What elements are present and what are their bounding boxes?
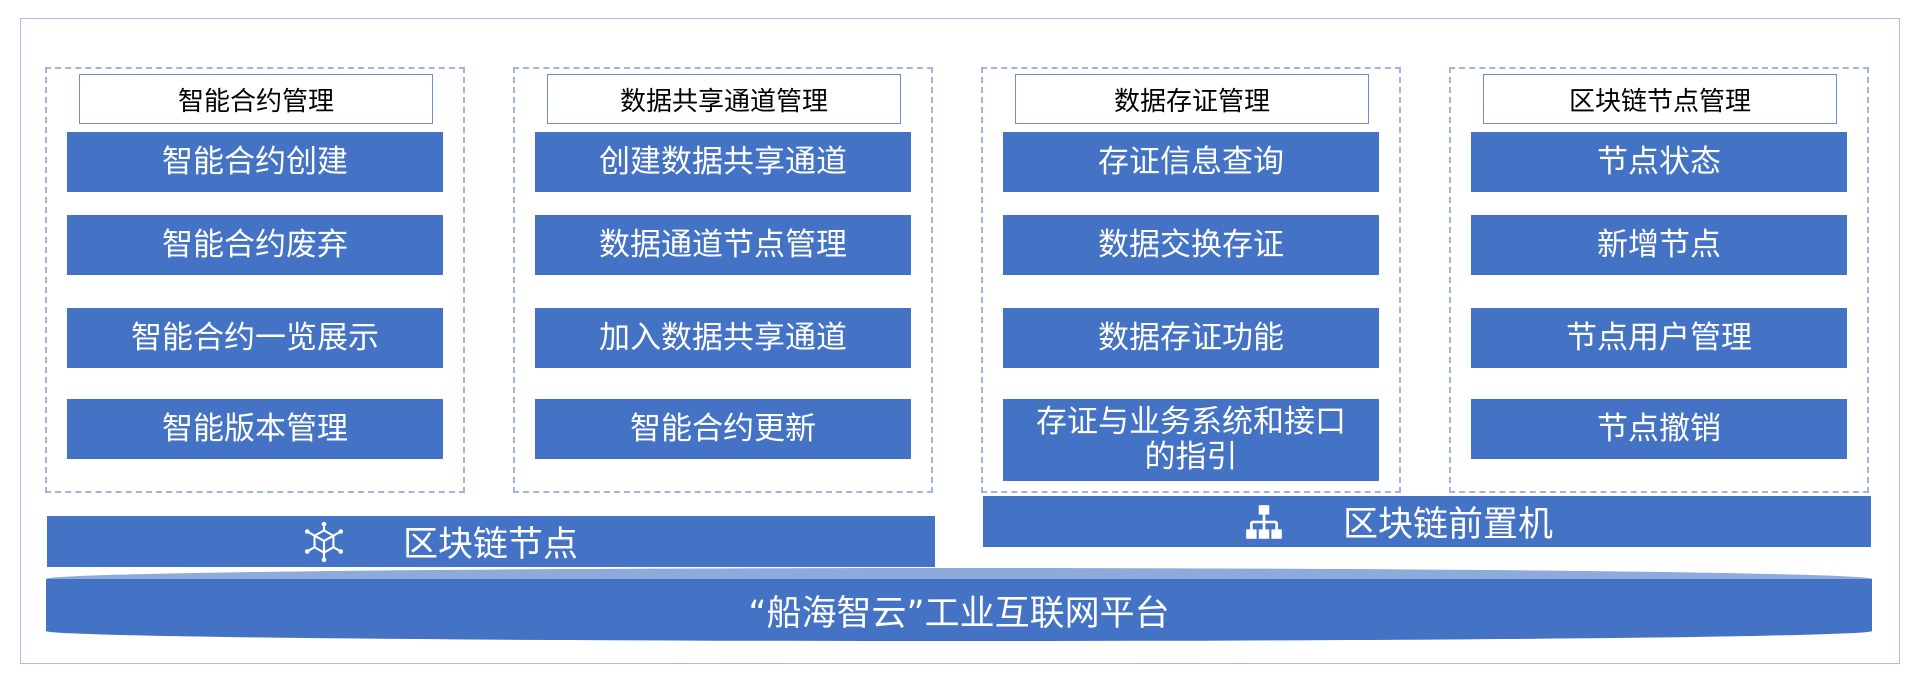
module-item: 加入数据共享通道 (535, 308, 911, 368)
module-title: 智能合约管理 (79, 74, 433, 124)
network-node-icon (304, 521, 344, 562)
module-data-sharing-channel: 数据共享通道管理 创建数据共享通道 数据通道节点管理 加入数据共享通道 智能合约… (513, 67, 933, 493)
module-item: 节点用户管理 (1471, 308, 1847, 368)
module-item: 智能合约废弃 (67, 215, 443, 275)
hierarchy-icon (1246, 504, 1282, 539)
module-item: 存证与业务系统和接口的指引 (1003, 399, 1379, 481)
module-item: 创建数据共享通道 (535, 132, 911, 192)
module-item: 节点状态 (1471, 132, 1847, 192)
module-item: 数据交换存证 (1003, 215, 1379, 275)
module-item: 智能合约一览展示 (67, 308, 443, 368)
module-item: 智能版本管理 (67, 399, 443, 459)
module-item: 数据通道节点管理 (535, 215, 911, 275)
module-smart-contract: 智能合约管理 智能合约创建 智能合约废弃 智能合约一览展示 智能版本管理 (45, 67, 465, 493)
platform-base: “船海智云”工业互联网平台 (46, 579, 1872, 641)
blockchain-node-label: 区块链节点 (403, 525, 579, 565)
platform-label: “船海智云”工业互联网平台 (748, 593, 1170, 634)
module-item: 新增节点 (1471, 215, 1847, 275)
blockchain-front-machine-bar: 区块链前置机 (983, 496, 1871, 547)
blockchain-node-bar: 区块链节点 (47, 516, 935, 567)
module-item: 数据存证功能 (1003, 308, 1379, 368)
module-blockchain-node-mgmt: 区块链节点管理 节点状态 新增节点 节点用户管理 节点撤销 (1449, 67, 1869, 493)
module-title: 数据共享通道管理 (547, 74, 901, 124)
module-item: 存证信息查询 (1003, 132, 1379, 192)
diagram-frame: 智能合约管理 智能合约创建 智能合约废弃 智能合约一览展示 智能版本管理 数据共… (20, 18, 1900, 664)
module-title: 数据存证管理 (1015, 74, 1369, 124)
module-data-evidence: 数据存证管理 存证信息查询 数据交换存证 数据存证功能 存证与业务系统和接口的指… (981, 67, 1401, 493)
module-item: 智能合约更新 (535, 399, 911, 459)
module-item: 智能合约创建 (67, 132, 443, 192)
module-item: 节点撤销 (1471, 399, 1847, 459)
blockchain-front-machine-label: 区块链前置机 (1343, 505, 1554, 545)
module-title: 区块链节点管理 (1483, 74, 1837, 124)
